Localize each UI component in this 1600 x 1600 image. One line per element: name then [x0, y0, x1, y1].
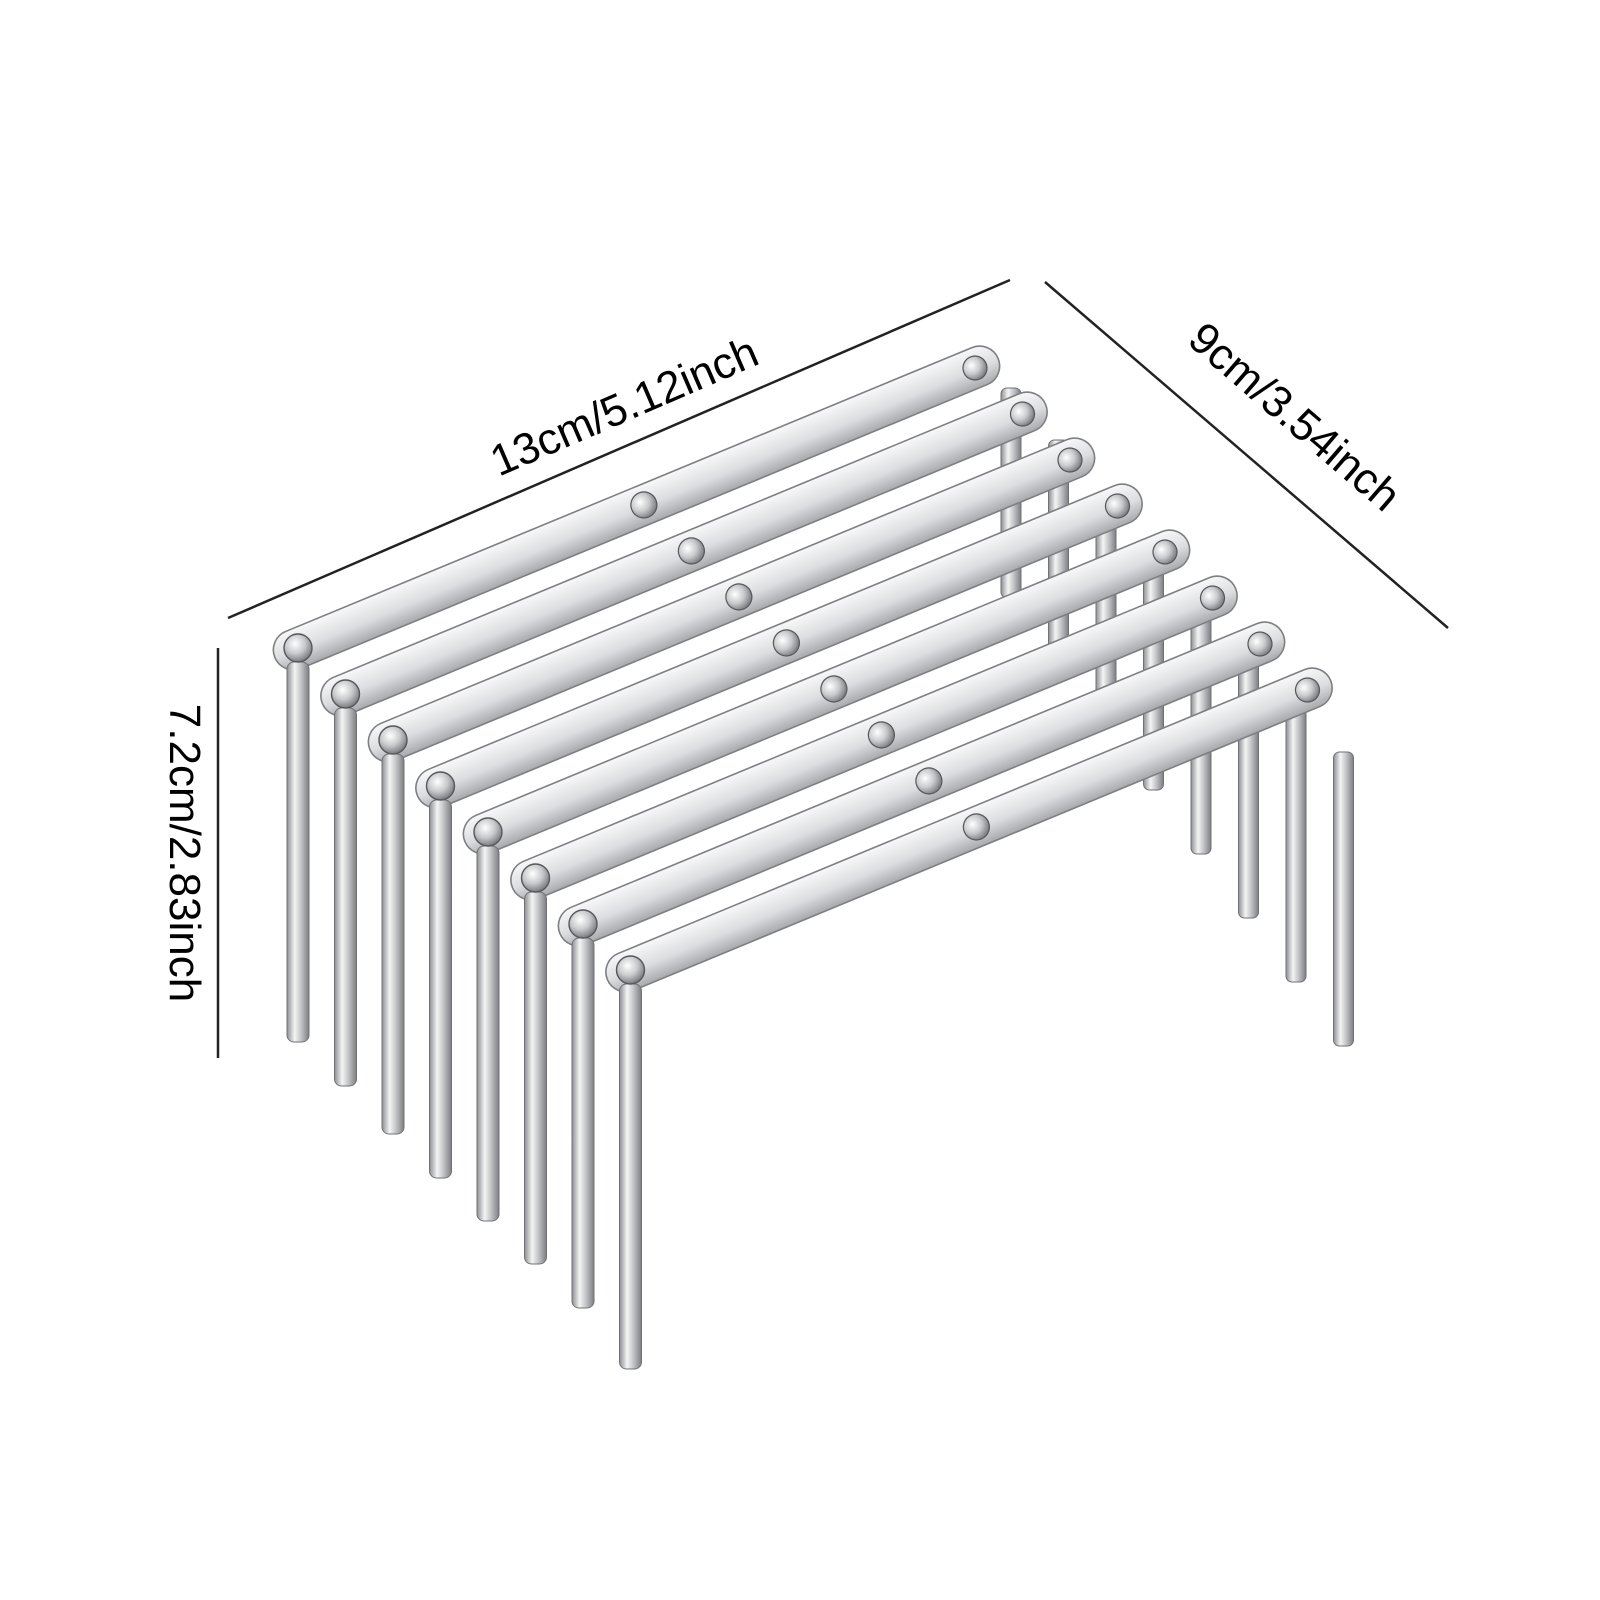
rivet — [1152, 539, 1178, 565]
width-dimension-line — [1044, 281, 1449, 629]
back-leg — [1285, 699, 1307, 983]
front-legs — [283, 633, 646, 1370]
front-leg — [429, 799, 452, 1179]
front-leg — [619, 983, 642, 1370]
front-leg — [334, 707, 357, 1087]
rivet — [1104, 493, 1131, 519]
rivet — [677, 537, 705, 565]
slats — [272, 345, 1333, 993]
leg-cap — [615, 955, 646, 985]
leg-cap — [283, 633, 313, 663]
rivet — [915, 767, 943, 795]
rivet — [1294, 677, 1321, 703]
front-leg — [381, 753, 405, 1135]
rivet — [867, 721, 895, 749]
leg-cap — [473, 817, 503, 847]
rivet — [772, 629, 800, 657]
rivet — [820, 675, 848, 703]
back-leg — [1333, 751, 1354, 1047]
slat — [415, 483, 1143, 809]
rivet — [962, 813, 990, 841]
rivet — [1057, 447, 1083, 473]
leg-cap — [568, 909, 598, 939]
height-label: 7.2cm/2.83inch — [160, 704, 209, 1002]
rivet — [1247, 631, 1273, 657]
length-dimension-line — [227, 278, 1011, 620]
front-leg — [524, 891, 547, 1265]
leg-cap — [330, 679, 361, 709]
leg-cap — [378, 725, 408, 755]
slat — [510, 575, 1238, 901]
rack-illustration — [272, 345, 1354, 1370]
rivet — [1199, 585, 1226, 611]
leg-cap — [425, 771, 456, 801]
width-label: 9cm/3.54inch — [1179, 313, 1409, 521]
front-leg — [286, 661, 310, 1043]
rivet — [962, 355, 988, 381]
back-leg — [1238, 647, 1259, 919]
front-leg — [571, 937, 595, 1309]
rivet — [725, 583, 753, 611]
front-leg — [476, 845, 500, 1222]
rivet — [1009, 401, 1036, 427]
leg-cap — [520, 863, 551, 893]
rivet — [630, 491, 658, 519]
